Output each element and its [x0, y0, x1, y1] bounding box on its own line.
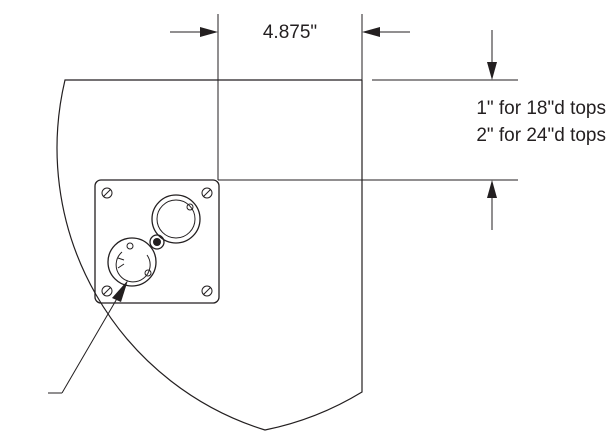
offset-dimension: 1" for 18"d tops 2" for 24"d tops: [476, 30, 606, 230]
width-dimension: 4.875": [170, 22, 410, 43]
screw-icon: [101, 285, 113, 297]
table-top-outline: [56, 79, 363, 431]
grommet-icon: [107, 194, 201, 287]
leader-line: [48, 280, 128, 394]
arrow-right-icon: [200, 27, 218, 37]
arrow-left-icon: [362, 27, 380, 37]
arrow-down-icon: [487, 62, 497, 80]
screw-icon: [101, 187, 113, 199]
offset-label-line2: 2" for 24"d tops: [476, 125, 606, 146]
arrow-pointer-icon: [112, 280, 128, 302]
arrow-up-icon: [487, 180, 497, 198]
offset-label-line1: 1" for 18"d tops: [476, 98, 606, 119]
screw-icon: [201, 285, 213, 297]
table-top-edge: [56, 79, 363, 431]
mounting-plate: [94, 179, 220, 304]
width-dimension-label: 4.875": [263, 22, 317, 43]
screw-icon: [201, 187, 213, 199]
